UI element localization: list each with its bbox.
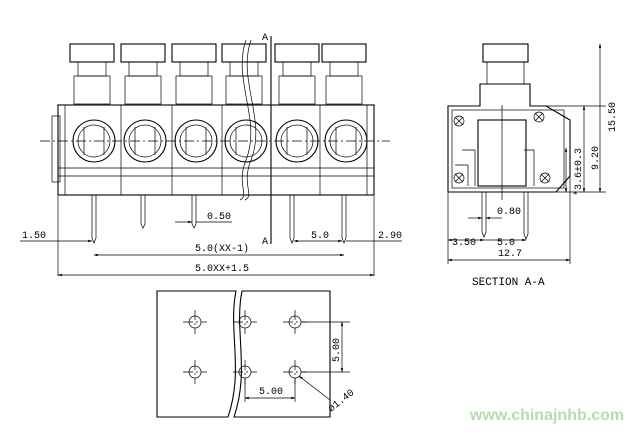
terminal-pole bbox=[274, 43, 321, 195]
dim-overall: 5.0XX+1.5 bbox=[195, 264, 249, 275]
lever bbox=[482, 43, 529, 63]
dim-tolerance: *3.6±0.3 bbox=[573, 148, 585, 196]
dim-pitch: 5.0 bbox=[311, 231, 329, 242]
section-marker-top: A bbox=[262, 33, 268, 44]
pcb-hole bbox=[183, 360, 207, 384]
terminal-pole bbox=[321, 43, 368, 163]
dim-offset: 3.50 bbox=[452, 238, 476, 249]
dim-height-total: 15.50 bbox=[608, 102, 619, 132]
pcb-hole bbox=[233, 310, 257, 334]
dim-hole-diameter: ø1.40 bbox=[327, 388, 357, 415]
pins bbox=[91, 195, 347, 244]
pcb-layout: 5.00 5.00 ø1.40 bbox=[156, 290, 357, 418]
dim-side-pitch: 5.0 bbox=[497, 238, 515, 249]
terminal-pole bbox=[120, 43, 173, 195]
pcb-board-left bbox=[156, 290, 237, 418]
dim-pin-span: 5.0(XX-1) bbox=[195, 243, 249, 255]
terminal-pole bbox=[221, 43, 268, 163]
break-line bbox=[239, 39, 252, 201]
side-view: 15.50 9.20 *3.6±0.3 0.80 3.50 5.0 12.7 S… bbox=[447, 43, 619, 289]
side-housing bbox=[447, 83, 571, 193]
dim-width: 12.7 bbox=[498, 249, 522, 260]
pcb-hole bbox=[183, 310, 207, 334]
dim-height-mid: 9.20 bbox=[591, 146, 602, 170]
dim-pin-offset: 1.50 bbox=[22, 231, 46, 242]
terminal-pole bbox=[171, 43, 223, 195]
section-marker-bottom: A bbox=[262, 237, 268, 248]
watermark: www.chinajnhb.com bbox=[469, 407, 624, 424]
dim-horizontal-pitch: 5.00 bbox=[259, 387, 283, 398]
terminal-pole bbox=[69, 43, 122, 195]
front-view: A A 1.50 0.50 5.0 2.90 5.0(XX-1) bbox=[20, 33, 402, 277]
section-caption: SECTION A-A bbox=[472, 277, 545, 289]
dim-pin-width: 0.50 bbox=[207, 212, 231, 223]
dim-pin-gap: 0.80 bbox=[497, 207, 521, 218]
dim-edge: 2.90 bbox=[378, 231, 402, 242]
dim-vertical-pitch: 5.00 bbox=[332, 338, 343, 362]
